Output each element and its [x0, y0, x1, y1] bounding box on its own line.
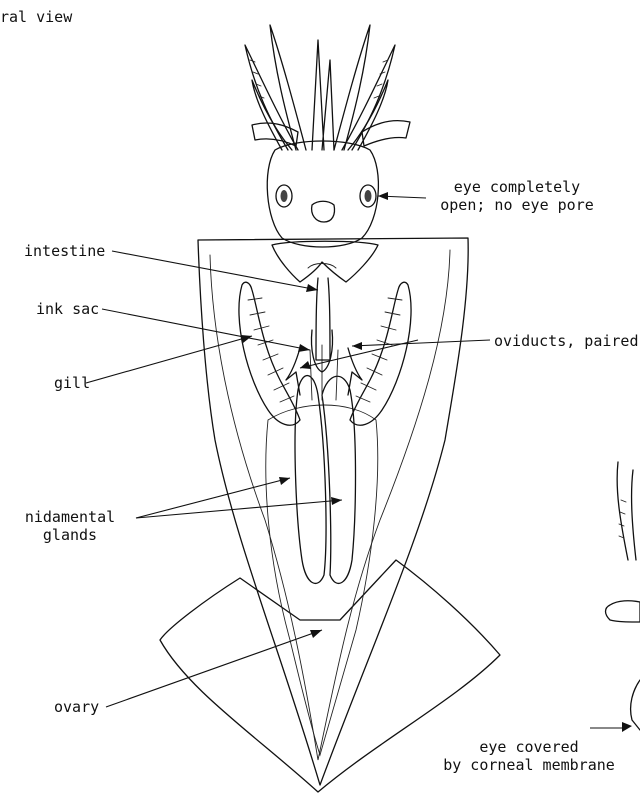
label-ink-sac: ink sac — [36, 300, 99, 318]
label-eye-covered-line1: eye covered — [424, 738, 634, 756]
label-eye-open-line2: open; no eye pore — [422, 196, 612, 214]
label-intestine: intestine — [24, 242, 105, 260]
arm-central — [312, 40, 334, 150]
view-caption: ral view — [0, 8, 72, 26]
label-gill: gill — [54, 374, 90, 392]
label-eye-covered: eye covered by corneal membrane — [424, 738, 634, 774]
side-specimen-tentacle — [606, 601, 640, 622]
nidamental-gland-left — [295, 376, 326, 584]
tentacle-stub-right — [362, 121, 410, 146]
side-specimen-head — [631, 680, 640, 730]
nidamental-gland-right — [322, 376, 356, 583]
funnel-opening — [312, 201, 335, 222]
gill-left — [239, 282, 300, 425]
label-eye-covered-line2: by corneal membrane — [424, 756, 634, 774]
label-nidamental-line1: nidamental — [2, 508, 138, 526]
label-eye-open-line1: eye completely — [422, 178, 612, 196]
label-oviducts: oviducts, paired — [494, 332, 639, 350]
label-nidamental-line2: glands — [2, 526, 138, 544]
label-eye-open: eye completely open; no eye pore — [422, 178, 612, 214]
label-ovary: ovary — [54, 698, 99, 716]
intestine — [316, 278, 330, 360]
label-nidamental: nidamental glands — [2, 508, 138, 544]
leader-lines — [86, 192, 632, 732]
side-specimen-arms — [617, 462, 636, 560]
